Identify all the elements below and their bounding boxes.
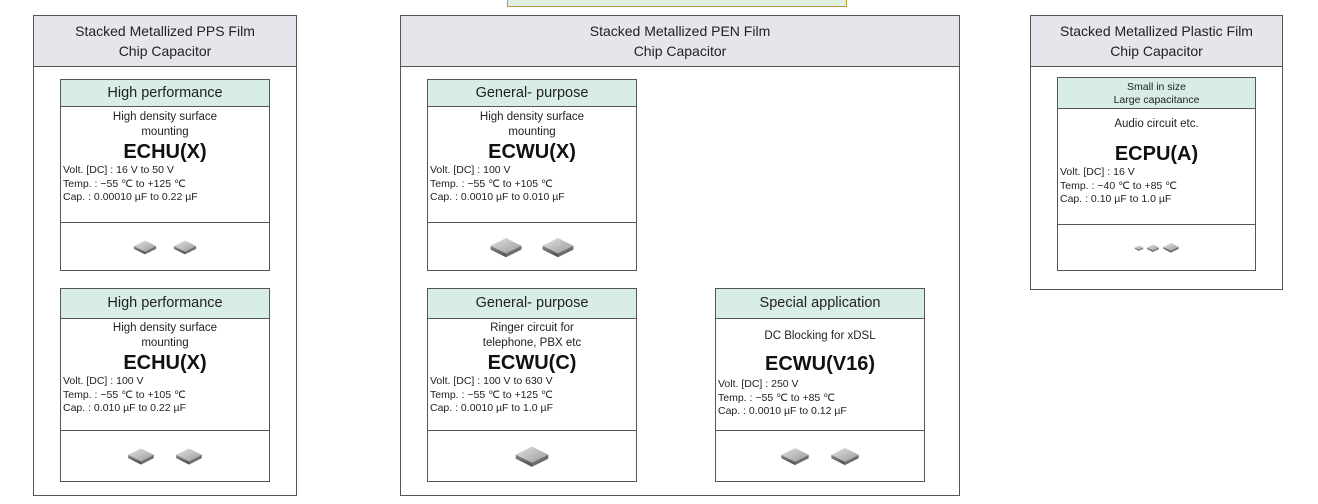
spec-voltage: Volt. [DC] : 100 V to 630 V xyxy=(430,375,553,387)
product-card-ecwu-c: General- purpose Ringer circuit for tele… xyxy=(427,288,637,482)
spec-capacitance: Cap. : 0.10 µF to 1.0 µF xyxy=(1060,193,1172,205)
spec-capacitance: Cap. : 0.0010 µF to 1.0 µF xyxy=(430,402,553,414)
chip-capacitor-image xyxy=(1146,243,1160,253)
model-name: ECWU(C) xyxy=(487,352,577,374)
product-card-ecwu-x: General- purpose High density surface mo… xyxy=(427,79,637,271)
chip-capacitor-image xyxy=(126,446,156,466)
spec-temperature: Temp. : −55 ℃ to +85 ℃ xyxy=(718,391,835,404)
spec-capacitance: Cap. : 0.010 µF to 0.22 µF xyxy=(63,402,186,414)
column-title: Stacked Metallized Plastic Film Chip Cap… xyxy=(1031,16,1282,67)
application-description: High density surface mounting xyxy=(112,111,218,138)
application-description: High density surface mounting xyxy=(112,322,218,349)
product-photo-area xyxy=(428,222,636,270)
spec-capacitance: Cap. : 0.0010 µF to 0.010 µF xyxy=(430,191,565,203)
column-title-line2: Chip Capacitor xyxy=(633,43,727,59)
spec-voltage: Volt. [DC] : 100 V xyxy=(430,164,511,176)
spec-list: Volt. [DC] : 100 V to 630 V Temp. : −55 … xyxy=(428,375,636,416)
spec-temperature: Temp. : −55 ℃ to +105 ℃ xyxy=(63,388,186,401)
application-description: High density surface mounting xyxy=(479,111,585,138)
chip-capacitor-image xyxy=(829,445,861,467)
application-description: Audio circuit etc. xyxy=(1114,118,1199,130)
spec-list: Volt. [DC] : 100 V Temp. : −55 ℃ to +105… xyxy=(428,164,636,205)
product-photo-area xyxy=(61,430,269,481)
spec-temperature: Temp. : −55 ℃ to +125 ℃ xyxy=(63,177,186,190)
product-card-echu-x-1: High performance High density surface mo… xyxy=(60,79,270,271)
spec-voltage: Volt. [DC] : 250 V xyxy=(718,378,799,390)
product-photo-area xyxy=(716,430,924,481)
column-title-line1: Stacked Metallized Plastic Film xyxy=(1060,23,1253,39)
column-title-line2: Chip Capacitor xyxy=(118,43,212,59)
category-header: General- purpose xyxy=(428,80,636,107)
spec-list: Volt. [DC] : 100 V Temp. : −55 ℃ to +105… xyxy=(61,375,269,416)
spec-temperature: Temp. : −40 ℃ to +85 ℃ xyxy=(1060,179,1177,192)
chip-capacitor-image xyxy=(779,445,811,467)
column-title: Stacked Metallized PPS Film Chip Capacit… xyxy=(34,16,296,67)
category-header: Small in size Large capacitance xyxy=(1058,78,1255,109)
spec-voltage: Volt. [DC] : 16 V to 50 V xyxy=(63,164,174,176)
model-name: ECHU(X) xyxy=(123,352,207,374)
pps-film-column: Stacked Metallized PPS Film Chip Capacit… xyxy=(33,15,297,496)
category-header: High performance xyxy=(61,289,269,319)
column-title-line2: Chip Capacitor xyxy=(1110,43,1203,59)
model-name: ECWU(X) xyxy=(488,141,576,163)
model-name: ECWU(V16) xyxy=(764,353,875,375)
chip-capacitor-image xyxy=(513,443,551,469)
top-decoration-strip xyxy=(507,0,847,7)
chip-capacitor-image xyxy=(132,238,158,256)
spec-voltage: Volt. [DC] : 100 V xyxy=(63,375,144,387)
spec-temperature: Temp. : −55 ℃ to +105 ℃ xyxy=(430,177,553,190)
product-card-echu-x-2: High performance High density surface mo… xyxy=(60,288,270,482)
product-photo-area xyxy=(428,430,636,481)
spec-list: Volt. [DC] : 16 V to 50 V Temp. : −55 ℃ … xyxy=(61,164,269,205)
spec-temperature: Temp. : −55 ℃ to +125 ℃ xyxy=(430,388,553,401)
application-description: Ringer circuit for telephone, PBX etc xyxy=(482,322,582,349)
chip-capacitor-image xyxy=(1162,241,1180,254)
chip-capacitor-image xyxy=(174,446,204,466)
application-description: DC Blocking for xDSL xyxy=(764,330,876,342)
spec-capacitance: Cap. : 0.00010 µF to 0.22 µF xyxy=(63,191,198,203)
product-photo-area xyxy=(61,222,269,270)
model-name: ECHU(X) xyxy=(123,141,207,163)
column-title-line1: Stacked Metallized PEN Film xyxy=(589,23,771,39)
pen-film-column: Stacked Metallized PEN Film Chip Capacit… xyxy=(400,15,960,496)
column-title: Stacked Metallized PEN Film Chip Capacit… xyxy=(401,16,959,67)
product-card-ecpu-a: Small in size Large capacitance Audio ci… xyxy=(1057,77,1256,271)
plastic-film-column: Stacked Metallized Plastic Film Chip Cap… xyxy=(1030,15,1283,290)
spec-capacitance: Cap. : 0.0010 µF to 0.12 µF xyxy=(718,405,847,417)
category-header: Special application xyxy=(716,289,924,319)
product-photo-area xyxy=(1058,224,1255,270)
chip-capacitor-image xyxy=(1134,244,1144,252)
spec-list: Volt. [DC] : 250 V Temp. : −55 ℃ to +85 … xyxy=(716,378,924,419)
chip-capacitor-image xyxy=(540,235,576,259)
category-header: General- purpose xyxy=(428,289,636,319)
chip-capacitor-image xyxy=(488,235,524,259)
chip-capacitor-image xyxy=(172,238,198,256)
column-title-line1: Stacked Metallized PPS Film xyxy=(75,23,255,39)
product-card-ecwu-v16: Special application DC Blocking for xDSL… xyxy=(715,288,925,482)
model-name: ECPU(A) xyxy=(1114,143,1199,165)
spec-voltage: Volt. [DC] : 16 V xyxy=(1060,166,1135,178)
category-header: High performance xyxy=(61,80,269,107)
spec-list: Volt. [DC] : 16 V Temp. : −40 ℃ to +85 ℃… xyxy=(1058,166,1255,207)
